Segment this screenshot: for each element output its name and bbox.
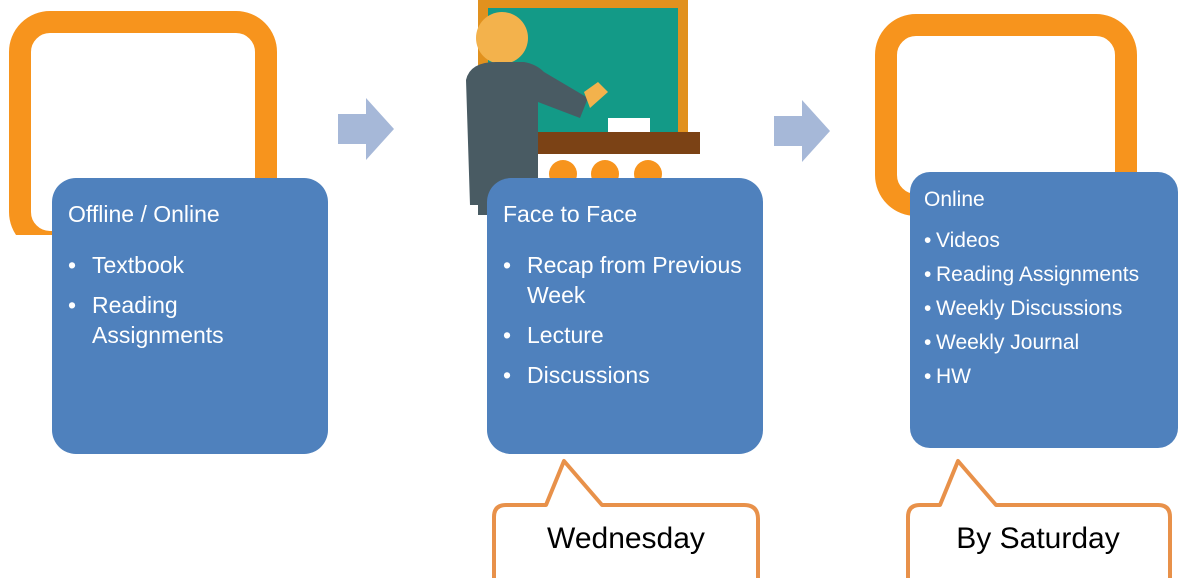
list-item: Reading Assignments <box>68 290 312 350</box>
list-item: Lecture <box>503 320 747 350</box>
offline-online-card: Offline / Online Textbook Reading Assign… <box>52 178 328 454</box>
right-arrow-icon <box>338 98 394 160</box>
list-item: Reading Assignments <box>924 262 1166 288</box>
card-heading: Face to Face <box>503 201 638 227</box>
list-item: Discussions <box>503 360 747 390</box>
callout-label: Wednesday <box>547 522 705 555</box>
card-heading: Online <box>924 188 985 211</box>
list-item: Textbook <box>68 250 312 280</box>
list-item: Weekly Discussions <box>924 296 1166 322</box>
list-item: Recap from Previous Week <box>503 250 747 310</box>
list-item: HW <box>924 364 1166 390</box>
card-heading: Offline / Online <box>68 201 220 227</box>
list-item: Weekly Journal <box>924 330 1166 356</box>
online-card: Online Videos Reading Assignments Weekly… <box>910 172 1178 448</box>
face-to-face-card: Face to Face Recap from Previous Week Le… <box>487 178 763 454</box>
list-item: Videos <box>924 228 1166 254</box>
right-arrow-icon <box>774 100 830 162</box>
callout-by-saturday <box>906 459 1172 578</box>
callout-wednesday <box>492 459 760 578</box>
callout-label: By Saturday <box>956 522 1120 555</box>
teacher-at-blackboard-icon <box>466 0 700 215</box>
